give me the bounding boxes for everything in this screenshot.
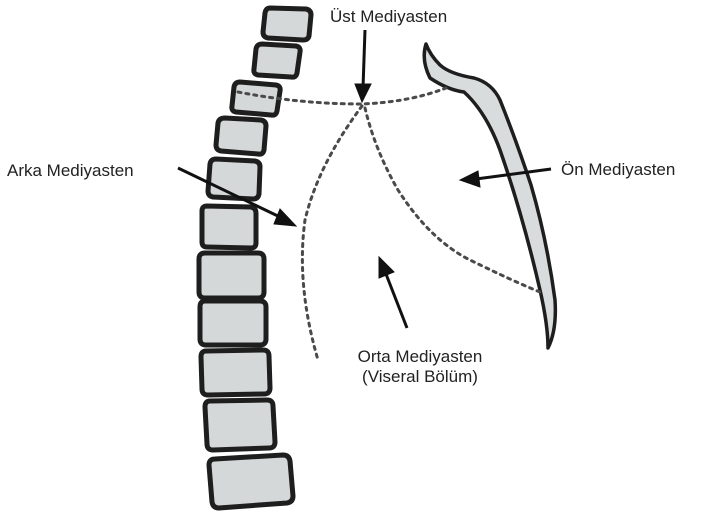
arrow-middle [379, 257, 407, 328]
vertebra-8 [200, 301, 266, 345]
arrow-superior [355, 30, 371, 102]
anterior-mediastinum-label: Ön Mediyasten [561, 160, 675, 180]
vertebra-11 [209, 455, 293, 508]
vertebra-7 [199, 253, 264, 298]
vertebra-4 [216, 118, 266, 154]
vertebra-10 [205, 400, 275, 450]
vertebra-6 [202, 206, 256, 248]
vertebral-column [199, 8, 311, 508]
posterior-mediastinum-label: Arka Mediyasten [7, 161, 134, 181]
vertebra-2 [254, 44, 300, 77]
vertebra-5 [208, 159, 260, 199]
middle-mediastinum-label: Orta Mediyasten (Viseral Bölüm) [330, 347, 510, 387]
middle-mediastinum-title: Orta Mediyasten [330, 347, 510, 367]
vertebra-1 [263, 8, 311, 40]
middle-mediastinum-subtitle: (Viseral Bölüm) [330, 367, 510, 387]
posterior-boundary-line [302, 106, 362, 360]
superior-mediastinum-label: Üst Mediyasten [330, 7, 447, 27]
vertebra-9 [201, 350, 270, 395]
